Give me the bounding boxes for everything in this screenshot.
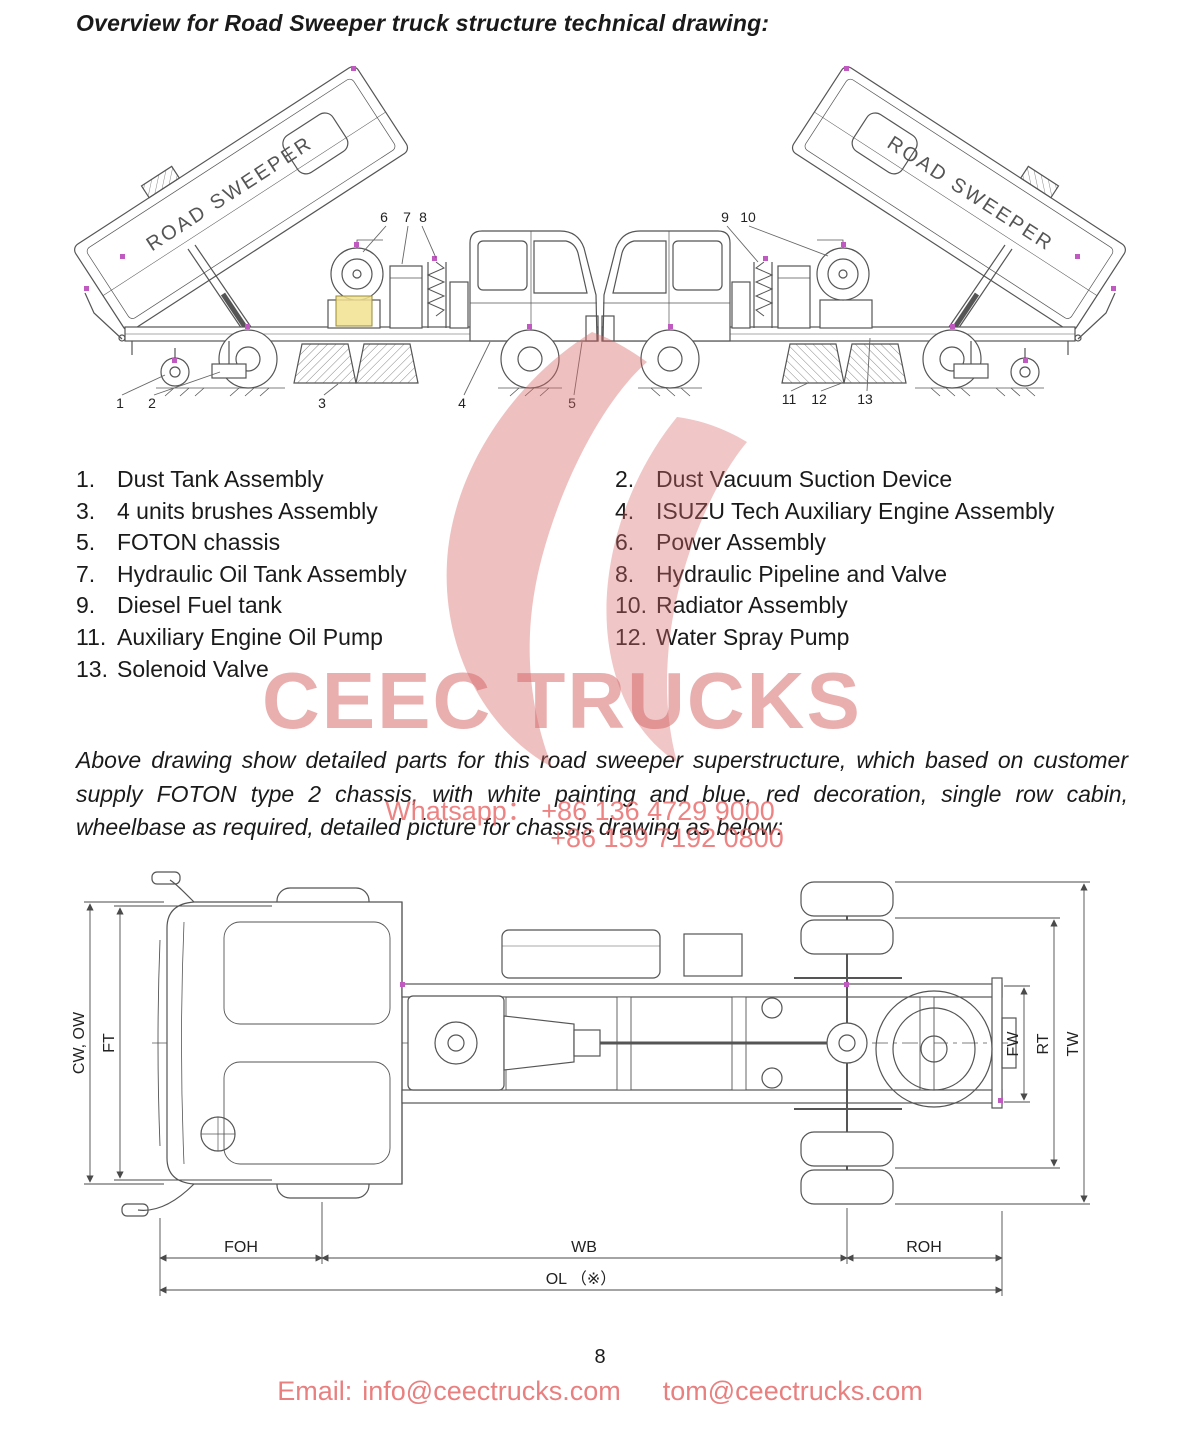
part-label: Auxiliary Engine Oil Pump — [117, 623, 383, 650]
part-item-3: 3. 4 units brushes Assembly — [76, 496, 596, 528]
callout-9: 9 — [721, 209, 729, 225]
callout-2: 2 — [148, 395, 156, 411]
callout-7: 7 — [403, 209, 411, 225]
email-tom: tom@ceectrucks.com — [662, 1376, 923, 1406]
email-footer: Email: info@ceectrucks.com tom@ceectrucks.… — [0, 1376, 1200, 1407]
callout-numbers: 1 2 3 4 5 6 7 8 9 10 11 12 13 — [116, 209, 873, 411]
callout-8: 8 — [419, 209, 427, 225]
callout-leader-lines — [121, 225, 871, 396]
dimension-labels: CW, OW FT FW RT TW FOH WB ROH OL （※） — [72, 1011, 1082, 1288]
part-item-8: 8. Hydraulic Pipeline and Valve — [615, 559, 1136, 591]
left-truck — [70, 53, 598, 396]
part-label: Power Assembly — [656, 529, 827, 556]
page-number: 8 — [594, 1346, 606, 1368]
part-item-6: 6. Power Assembly — [615, 527, 1136, 559]
part-label: FOTON chassis — [117, 529, 281, 556]
part-label: ISUZU Tech Auxiliary Engine Assembly — [656, 497, 1055, 524]
page-title: Overview for Road Sweeper truck structur… — [76, 10, 770, 36]
chassis-linework — [121, 871, 1020, 1217]
callout-3: 3 — [318, 395, 326, 411]
truck-structure-drawing: ROAD SWEEPER ROAD SWEEPER 1 2 3 4 5 6 7 — [70, 50, 1130, 411]
parts-list-right-column: 2. Dust Vacuum Suction Device 4. ISUZU Tec… — [615, 464, 1136, 654]
dim-label-ol: OL （※） — [546, 1270, 617, 1288]
callout-6: 6 — [380, 209, 388, 225]
part-item-4: 4. ISUZU Tech Auxiliary Engine Assembly — [615, 496, 1136, 528]
callout-5: 5 — [568, 395, 576, 411]
callout-13: 13 — [857, 391, 873, 407]
part-label: Hydraulic Pipeline and Valve — [656, 560, 948, 587]
part-item-12: 12. Water Spray Pump — [615, 622, 1136, 654]
callout-4: 4 — [458, 395, 466, 411]
callout-12: 12 — [811, 391, 827, 407]
part-number: 9. — [76, 592, 96, 619]
highlighted-component — [335, 295, 373, 327]
part-number: 2. — [615, 466, 635, 492]
dimension-lines — [84, 881, 1090, 1296]
part-item-2: 2. Dust Vacuum Suction Device — [615, 464, 1136, 496]
callout-11: 11 — [782, 391, 797, 407]
part-label: Diesel Fuel tank — [117, 592, 282, 619]
part-item-7: 7. Hydraulic Oil Tank Assembly — [76, 559, 596, 591]
part-item-10: 10. Radiator Assembly — [615, 590, 1136, 622]
part-number: 3. — [76, 497, 96, 524]
dim-label-wb: WB — [571, 1239, 597, 1256]
part-number: 8. — [615, 560, 635, 587]
part-item-9: 9. Diesel Fuel tank — [76, 590, 596, 622]
parts-list-left-column: 1. Dust Tank Assembly 3. 4 units brushes A… — [76, 464, 596, 685]
part-label: Solenoid Valve — [117, 655, 269, 682]
dim-label-foh: FOH — [224, 1239, 258, 1256]
part-item-13: 13. Solenoid Valve — [76, 654, 596, 686]
dim-label-tw: TW — [1065, 1031, 1082, 1057]
registration-marks — [400, 982, 1003, 1103]
part-label: Dust Vacuum Suction Device — [656, 466, 953, 492]
email-label: Email: — [277, 1376, 353, 1406]
part-label: 4 units brushes Assembly — [117, 497, 378, 524]
callout-1: 1 — [116, 395, 124, 411]
part-number: 1. — [76, 466, 96, 492]
callout-10: 10 — [740, 209, 756, 225]
part-number: 12. — [615, 623, 647, 650]
part-number: 4. — [615, 497, 635, 524]
part-number: 7. — [76, 560, 96, 587]
chassis-top-view-drawing: CW, OW FT FW RT TW FOH WB ROH OL （※） — [72, 871, 1090, 1296]
description-paragraph: Above drawing show detailed parts for th… — [76, 747, 1128, 840]
right-truck — [602, 53, 1130, 396]
dim-label-rt: RT — [1035, 1033, 1052, 1054]
part-label: Radiator Assembly — [656, 592, 848, 619]
part-number: 5. — [76, 529, 96, 556]
part-number: 6. — [615, 529, 635, 556]
part-label: Water Spray Pump — [656, 623, 850, 650]
part-number: 13. — [76, 655, 108, 682]
email-info: info@ceectrucks.com — [362, 1376, 621, 1406]
dim-label-cw-ow: CW, OW — [72, 1011, 88, 1074]
part-number: 11. — [76, 623, 107, 650]
tank-label-left: ROAD SWEEPER — [143, 132, 317, 256]
part-item-1: 1. Dust Tank Assembly — [76, 464, 596, 496]
part-label: Hydraulic Oil Tank Assembly — [117, 560, 407, 587]
dim-label-roh: ROH — [906, 1239, 942, 1256]
part-item-5: 5. FOTON chassis — [76, 527, 596, 559]
part-label: Dust Tank Assembly — [117, 466, 324, 492]
part-item-11: 11. Auxiliary Engine Oil Pump — [76, 622, 596, 654]
dim-label-fw: FW — [1005, 1031, 1022, 1057]
part-number: 10. — [615, 592, 647, 619]
tank-label-right: ROAD SWEEPER — [883, 132, 1057, 256]
dim-label-ft: FT — [101, 1033, 118, 1053]
